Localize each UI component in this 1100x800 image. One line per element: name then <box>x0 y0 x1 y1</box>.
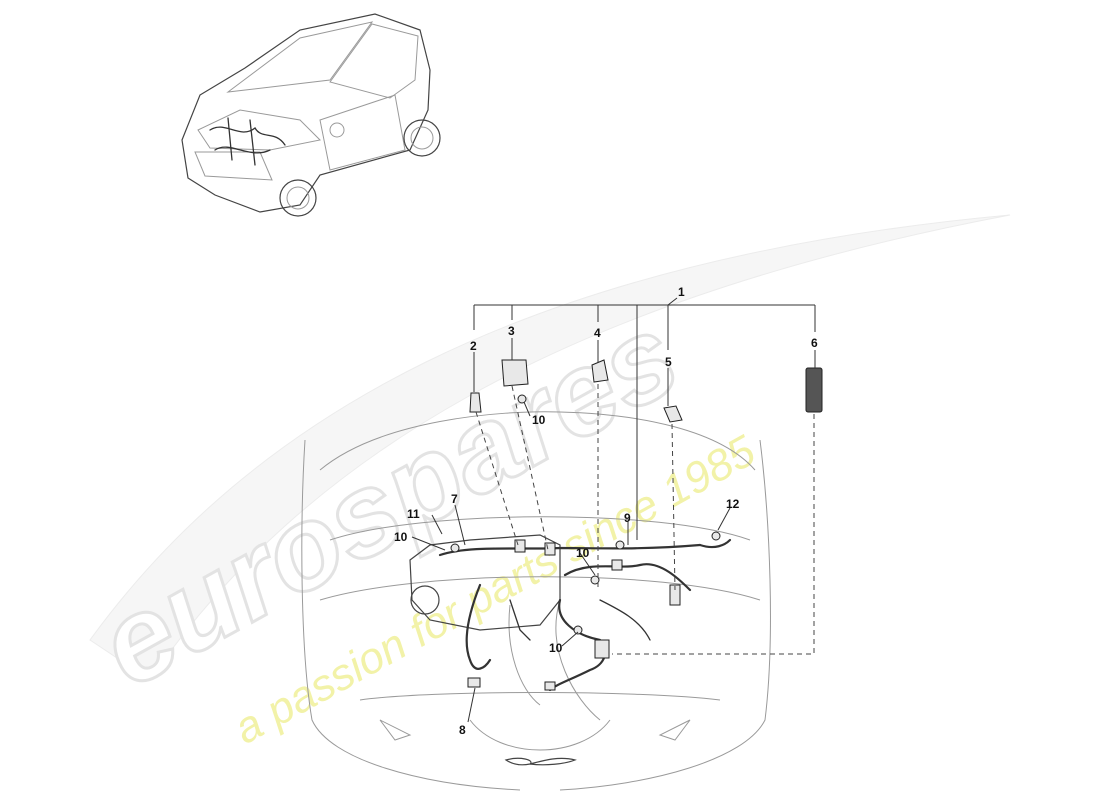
callout-3: 3 <box>508 324 515 338</box>
bracket-part-4 <box>591 359 609 383</box>
dashed-reference-lines <box>475 384 815 655</box>
bolt-part-10 <box>517 394 527 404</box>
callout-2: 2 <box>470 339 477 353</box>
fuse-part-6 <box>805 367 823 413</box>
detail-parts <box>469 359 823 423</box>
engine-wiring-harness <box>409 531 732 692</box>
relay-part-3 <box>501 359 529 387</box>
clip-part-5 <box>663 405 683 423</box>
watermark-swoosh <box>89 214 1011 681</box>
callout-9: 9 <box>624 511 631 525</box>
main-car-front-outline <box>301 411 771 791</box>
connector-part-2 <box>469 392 482 413</box>
callout-12: 12 <box>726 497 740 511</box>
callout-10-center: 10 <box>576 546 590 560</box>
callout-1: 1 <box>678 285 685 299</box>
leader-lines <box>411 297 816 723</box>
callouts: 1 2 3 4 5 6 7 8 9 10 10 10 10 11 12 <box>394 285 818 737</box>
callout-10-lower: 10 <box>549 641 563 655</box>
callout-6: 6 <box>811 336 818 350</box>
callout-10-relay: 10 <box>532 413 546 427</box>
callout-11: 11 <box>407 507 420 521</box>
emblem-icon <box>504 757 577 766</box>
callout-5: 5 <box>665 355 672 369</box>
callout-4: 4 <box>594 326 601 340</box>
callout-7: 7 <box>451 492 458 506</box>
callout-10-left: 10 <box>394 530 408 544</box>
callout-8: 8 <box>459 723 466 737</box>
overview-car-illustration <box>181 13 441 217</box>
watermark: eurospares a passion for parts since 198… <box>77 214 1011 754</box>
